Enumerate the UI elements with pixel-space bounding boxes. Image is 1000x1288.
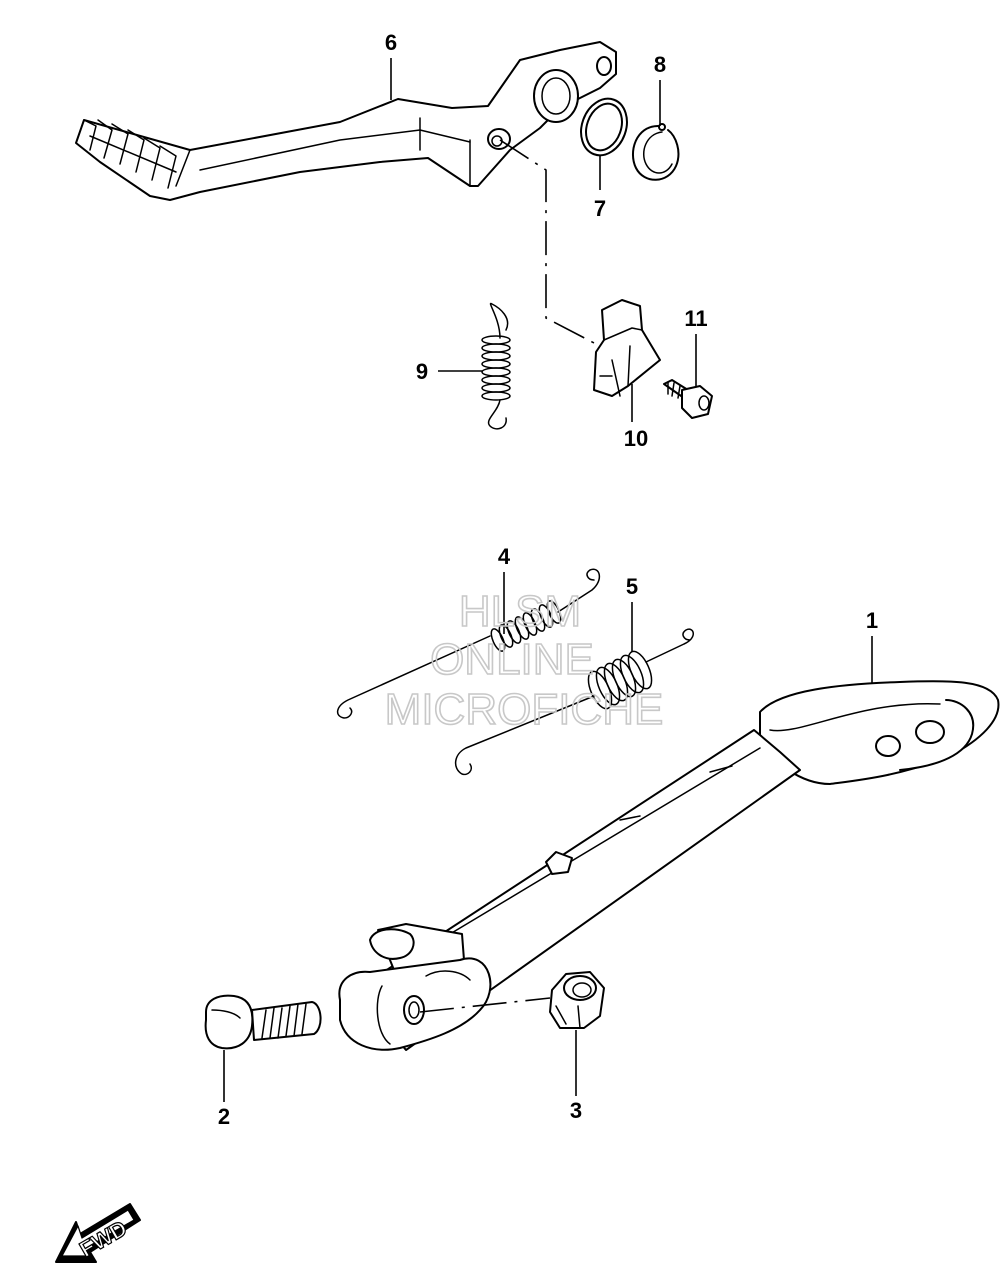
assembly-dashed-lines	[419, 139, 597, 1013]
part-4-spring[interactable]	[336, 568, 601, 719]
watermark-line-1: HLSM	[459, 587, 581, 636]
part-10-bracket[interactable]	[593, 299, 661, 397]
part-8-snap-ring[interactable]	[632, 123, 680, 181]
part-6-pedal[interactable]	[75, 41, 617, 201]
callout-5: 5	[626, 574, 638, 599]
fwd-arrow-icon: FWD	[55, 1203, 141, 1263]
callout-2: 2	[218, 1104, 230, 1129]
callout-9: 9	[416, 359, 428, 384]
callout-7: 7	[594, 196, 606, 221]
watermark-line-2: ONLINE	[430, 635, 594, 684]
part-2-pivot-bolt[interactable]	[204, 994, 322, 1050]
callout-10: 10	[624, 426, 648, 451]
watermark-line-3: MICROFICHE	[385, 685, 664, 734]
leader-lines	[223, 58, 873, 1102]
callout-11: 11	[684, 306, 707, 331]
part-1-side-stand[interactable]	[338, 680, 1000, 1051]
watermark: HLSM ONLINE MICROFICHE	[384, 586, 664, 735]
pedal-pivot-boss	[533, 69, 579, 123]
callout-3: 3	[570, 1098, 582, 1123]
pedal-rod-hole	[596, 56, 612, 76]
part-5-spring[interactable]	[454, 628, 694, 776]
part-7-washer[interactable]	[573, 92, 634, 162]
callout-6: 6	[385, 30, 397, 55]
callout-labels: 6 8 7 11 9 10 4 5 1 2 3	[218, 30, 878, 1129]
callout-8: 8	[654, 52, 666, 77]
pedal-tread	[83, 119, 177, 189]
part-11-bolt[interactable]	[663, 379, 713, 419]
part-3-nut[interactable]	[549, 971, 605, 1029]
part-9-spring[interactable]	[481, 302, 511, 430]
callout-4: 4	[498, 544, 511, 569]
callout-1: 1	[866, 608, 878, 633]
